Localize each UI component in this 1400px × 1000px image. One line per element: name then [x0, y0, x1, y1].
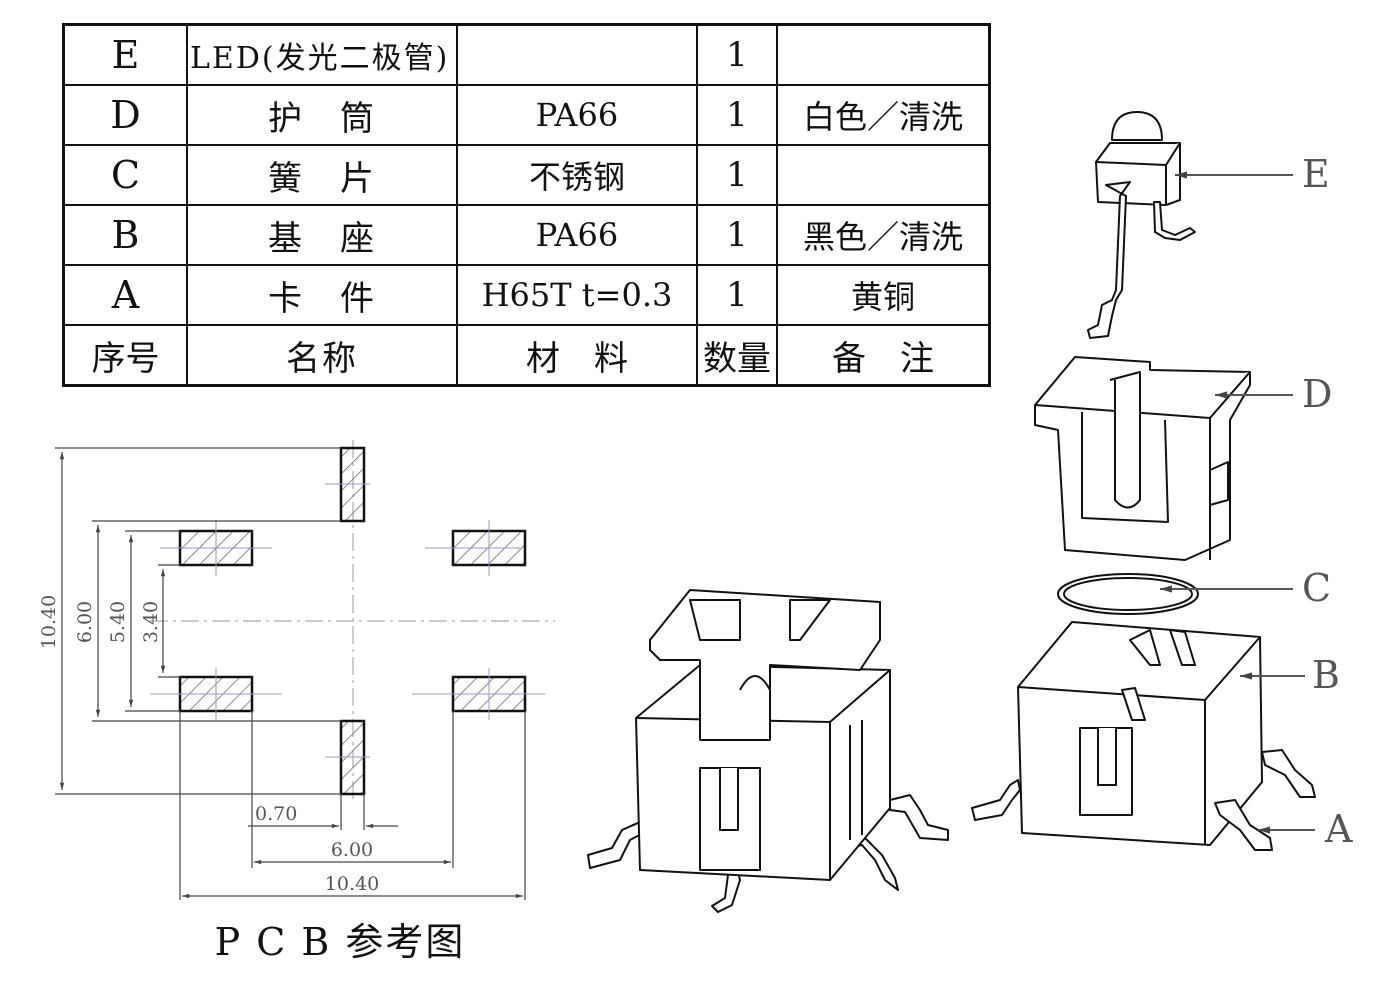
callout-d: D — [1302, 372, 1332, 416]
header-seq: 序号 — [62, 324, 188, 387]
center-lines — [150, 440, 555, 800]
part-a-clip — [971, 749, 1316, 851]
name-cell: 簧 片 — [186, 144, 458, 206]
part-b-base — [1017, 621, 1263, 846]
seq-cell: D — [62, 84, 188, 146]
dim-6-00-vertical: 6.00 — [74, 601, 96, 643]
header-qty: 数量 — [696, 324, 778, 387]
material-cell: PA66 — [456, 204, 698, 266]
seq-cell: A — [62, 264, 188, 326]
part-c-spring — [1057, 573, 1199, 615]
bom-table: E LED(发光二极管) 1 D 护 筒 PA66 1 白色／清洗 C 簧 片 … — [62, 23, 991, 387]
material-cell — [456, 23, 698, 86]
leg — [889, 794, 949, 841]
dim-10-40-horizontal: 10.40 — [325, 873, 379, 895]
dim-5-40-vertical: 5.40 — [107, 601, 129, 643]
table-row: C 簧 片 不锈钢 1 — [62, 144, 991, 206]
seq-cell: C — [62, 144, 188, 206]
dim-0-70-horizontal: 0.70 — [255, 803, 297, 825]
part-d-sleeve — [1034, 356, 1251, 561]
pcb-drawing: 10.40 6.00 5.40 3.40 0.70 6.00 10.40 P C… — [38, 440, 555, 964]
qty-cell: 1 — [696, 204, 778, 266]
callout-e: E — [1302, 152, 1330, 196]
seq-cell: E — [62, 23, 188, 86]
header-material: 材 料 — [456, 324, 698, 387]
callout-a: A — [1324, 807, 1353, 851]
assembled-switch-view — [587, 589, 949, 913]
part-e-led — [1087, 111, 1196, 339]
header-name: 名称 — [186, 324, 458, 387]
extension-lines — [55, 447, 526, 900]
pad-crosshairs — [150, 483, 545, 758]
remark-cell: 白色／清洗 — [776, 84, 991, 146]
remark-cell: 黄铜 — [776, 264, 991, 326]
table-row: D 护 筒 PA66 1 白色／清洗 — [62, 84, 991, 146]
name-cell: 基 座 — [186, 204, 458, 266]
table-row: A 卡 件 H65T t=0.3 1 黄铜 — [62, 264, 991, 326]
qty-cell: 1 — [696, 144, 778, 206]
callout-leaders — [1160, 171, 1315, 834]
material-cell: 不锈钢 — [456, 144, 698, 206]
qty-cell: 1 — [696, 84, 778, 146]
dim-6-00-horizontal: 6.00 — [331, 839, 373, 861]
exploded-view — [971, 111, 1316, 851]
remark-cell — [776, 23, 991, 86]
remark-cell — [776, 144, 991, 206]
qty-cell: 1 — [696, 23, 778, 86]
dimension-lines — [59, 452, 523, 899]
dim-3-40-vertical: 3.40 — [140, 601, 162, 643]
header-remark: 备 注 — [776, 324, 991, 387]
qty-cell: 1 — [696, 264, 778, 326]
material-cell: H65T t=0.3 — [456, 264, 698, 326]
name-cell: 护 筒 — [186, 84, 458, 146]
remark-cell: 黑色／清洗 — [776, 204, 991, 266]
leg — [587, 821, 646, 869]
material-cell: PA66 — [456, 84, 698, 146]
pcb-title: P C B 参考图 — [215, 920, 466, 964]
table-header-row: 序号 名称 材 料 数量 备 注 — [62, 324, 991, 387]
table-row: E LED(发光二极管) 1 — [62, 23, 991, 86]
name-cell: 卡 件 — [186, 264, 458, 326]
callout-b: B — [1312, 653, 1340, 697]
dim-10-40-vertical: 10.40 — [38, 595, 60, 649]
callout-c: C — [1302, 566, 1331, 610]
seq-cell: B — [62, 204, 188, 266]
name-cell: LED(发光二极管) — [186, 23, 458, 86]
table-row: B 基 座 PA66 1 黑色／清洗 — [62, 204, 991, 266]
